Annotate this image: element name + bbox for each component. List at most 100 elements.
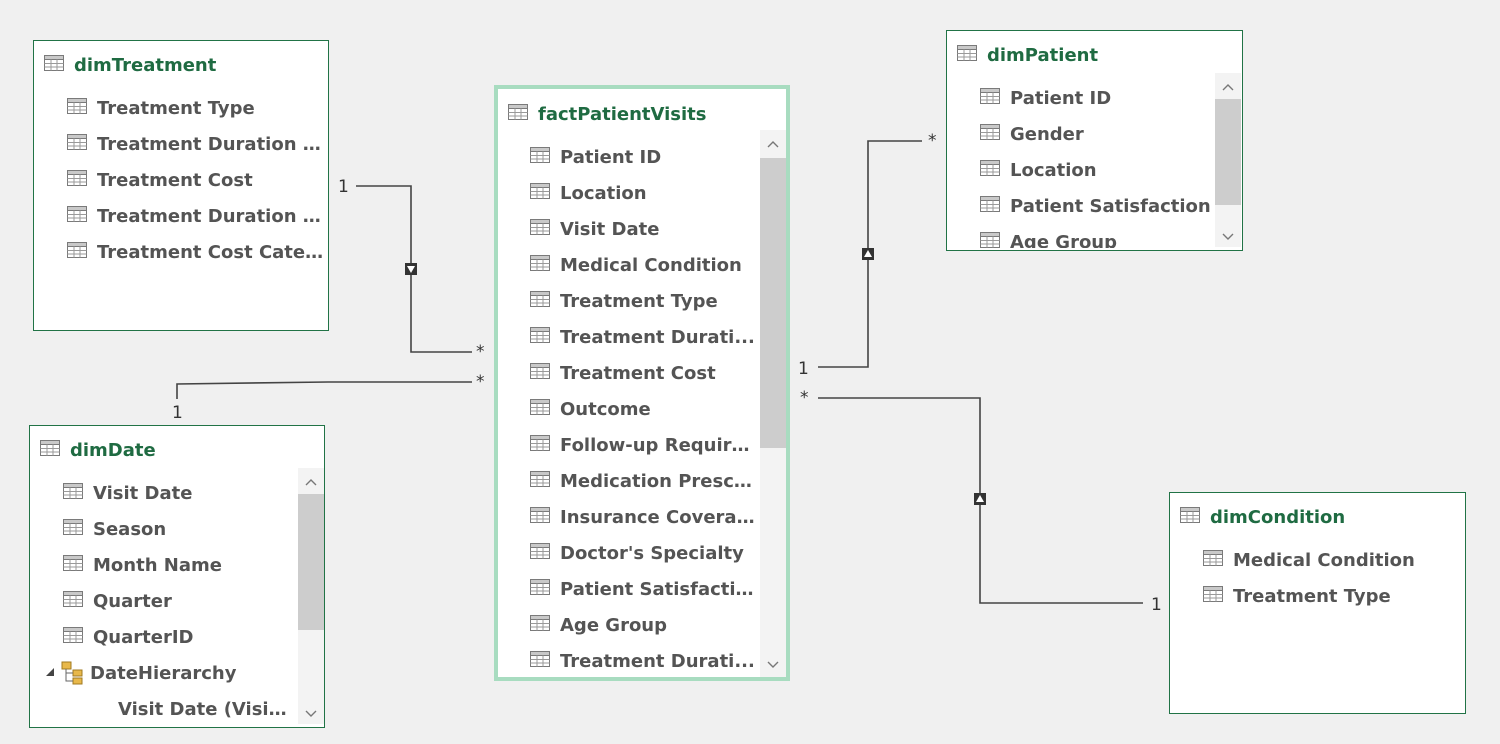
table-dimTreatment[interactable]: dimTreatment Treatment Type Treatment Du… xyxy=(33,40,329,331)
field-row[interactable]: Age Group xyxy=(947,224,1212,248)
hierarchy-row[interactable]: DateHierarchy xyxy=(30,655,294,691)
field-row[interactable]: Location xyxy=(947,152,1212,188)
column-icon xyxy=(530,471,550,491)
table-dimDate[interactable]: dimDate Visit Date Season Month Name Qua… xyxy=(29,425,325,728)
collapse-triangle-icon[interactable] xyxy=(44,665,56,681)
filter-direction-arrow-icon xyxy=(974,493,986,505)
field-label: Visit Date xyxy=(560,218,660,240)
table-header[interactable]: dimCondition xyxy=(1170,493,1465,541)
field-label: Gender xyxy=(1010,123,1084,145)
scrollbar-thumb[interactable] xyxy=(298,494,324,630)
scroll-down-button[interactable] xyxy=(760,651,786,675)
relationship-line[interactable] xyxy=(176,381,472,399)
field-label: Medical Condition xyxy=(1233,549,1415,571)
field-list: Treatment Type Treatment Duration (... T… xyxy=(34,90,328,330)
column-icon xyxy=(530,147,550,167)
field-row[interactable]: Gender xyxy=(947,116,1212,152)
field-row[interactable]: Season xyxy=(30,511,294,547)
field-row[interactable]: Outcome xyxy=(498,391,756,427)
field-row[interactable]: Treatment Type xyxy=(498,283,756,319)
scrollbar-thumb[interactable] xyxy=(760,158,786,448)
column-icon xyxy=(530,255,550,275)
field-row[interactable]: Treatment Durati... xyxy=(498,643,756,673)
field-label: Age Group xyxy=(560,614,668,636)
field-row[interactable]: Visit Date xyxy=(30,475,294,511)
column-icon xyxy=(980,160,1000,180)
chevron-up-icon xyxy=(767,133,779,152)
table-title: dimDate xyxy=(70,439,156,461)
cardinality-many: * xyxy=(800,388,809,408)
column-icon xyxy=(67,242,87,262)
field-row[interactable]: Treatment Type xyxy=(34,90,328,126)
field-row[interactable]: Patient ID xyxy=(947,80,1212,116)
scrollbar-thumb[interactable] xyxy=(1215,99,1241,205)
field-label: Follow-up Required xyxy=(560,434,756,456)
field-label: Treatment Type xyxy=(1233,585,1391,607)
field-label: QuarterID xyxy=(93,626,194,648)
table-header[interactable]: dimTreatment xyxy=(34,41,328,89)
field-row[interactable]: Patient Satisfaction xyxy=(947,188,1212,224)
column-icon xyxy=(980,196,1000,216)
field-row[interactable]: Treatment Cost xyxy=(34,162,328,198)
table-dimCondition[interactable]: dimCondition Medical Condition Treatment… xyxy=(1169,492,1466,714)
field-label: Patient ID xyxy=(560,146,662,168)
field-label: Visit Date xyxy=(93,482,193,504)
column-icon xyxy=(67,134,87,154)
field-row[interactable]: Patient ID xyxy=(498,139,756,175)
field-row[interactable]: Treatment Cost Categ... xyxy=(34,234,328,270)
table-factPatientVisits[interactable]: factPatientVisits Patient ID Location Vi… xyxy=(494,85,790,681)
field-label: Treatment Type xyxy=(560,290,718,312)
field-row[interactable]: Visit Date xyxy=(498,211,756,247)
field-row[interactable]: Month Name xyxy=(30,547,294,583)
scroll-up-button[interactable] xyxy=(760,130,786,154)
field-row[interactable]: Age Group xyxy=(498,607,756,643)
field-label: Patient ID xyxy=(1010,87,1112,109)
field-row[interactable]: Treatment Cost xyxy=(498,355,756,391)
field-row[interactable]: Treatment Duration (... xyxy=(34,126,328,162)
field-label: Treatment Duration (... xyxy=(97,133,328,155)
column-icon xyxy=(530,327,550,347)
field-row[interactable]: Location xyxy=(498,175,756,211)
table-dimPatient[interactable]: dimPatient Patient ID Gender Location Pa… xyxy=(946,30,1243,251)
column-icon xyxy=(63,627,83,647)
vertical-scrollbar[interactable] xyxy=(298,468,324,724)
table-icon xyxy=(44,55,64,75)
field-row[interactable]: Doctor's Specialty xyxy=(498,535,756,571)
field-row[interactable]: Treatment Duration C... xyxy=(34,198,328,234)
field-label: Medical Condition xyxy=(560,254,742,276)
column-icon xyxy=(530,651,550,671)
column-icon xyxy=(980,88,1000,108)
field-row[interactable]: QuarterID xyxy=(30,619,294,655)
field-label: Location xyxy=(1010,159,1097,181)
column-icon xyxy=(63,591,83,611)
table-header[interactable]: factPatientVisits xyxy=(498,90,786,138)
field-row[interactable]: Medication Prescr... xyxy=(498,463,756,499)
table-header[interactable]: dimPatient xyxy=(947,31,1242,79)
field-row[interactable]: Patient Satisfaction xyxy=(498,571,756,607)
column-icon xyxy=(530,363,550,383)
column-icon xyxy=(530,183,550,203)
scroll-down-button[interactable] xyxy=(298,700,324,724)
field-row[interactable]: Medical Condition xyxy=(498,247,756,283)
column-icon xyxy=(63,483,83,503)
field-row[interactable]: Treatment Type xyxy=(1170,578,1465,614)
field-row[interactable]: Medical Condition xyxy=(1170,542,1465,578)
scroll-up-button[interactable] xyxy=(298,468,324,492)
table-header[interactable]: dimDate xyxy=(30,426,324,474)
scroll-down-button[interactable] xyxy=(1215,223,1241,247)
field-row[interactable]: Treatment Durati... xyxy=(498,319,756,355)
hierarchy-level-row[interactable]: Visit Date (Visit... xyxy=(30,691,294,725)
field-row[interactable]: Quarter xyxy=(30,583,294,619)
scroll-up-button[interactable] xyxy=(1215,73,1241,97)
field-label: Treatment Duration C... xyxy=(97,205,328,227)
column-icon xyxy=(530,579,550,599)
column-icon xyxy=(530,615,550,635)
chevron-down-icon xyxy=(1222,226,1234,245)
column-icon xyxy=(530,291,550,311)
vertical-scrollbar[interactable] xyxy=(1215,73,1241,247)
column-icon xyxy=(67,98,87,118)
field-row[interactable]: Follow-up Required xyxy=(498,427,756,463)
vertical-scrollbar[interactable] xyxy=(760,130,786,677)
field-row[interactable]: Insurance Covera... xyxy=(498,499,756,535)
